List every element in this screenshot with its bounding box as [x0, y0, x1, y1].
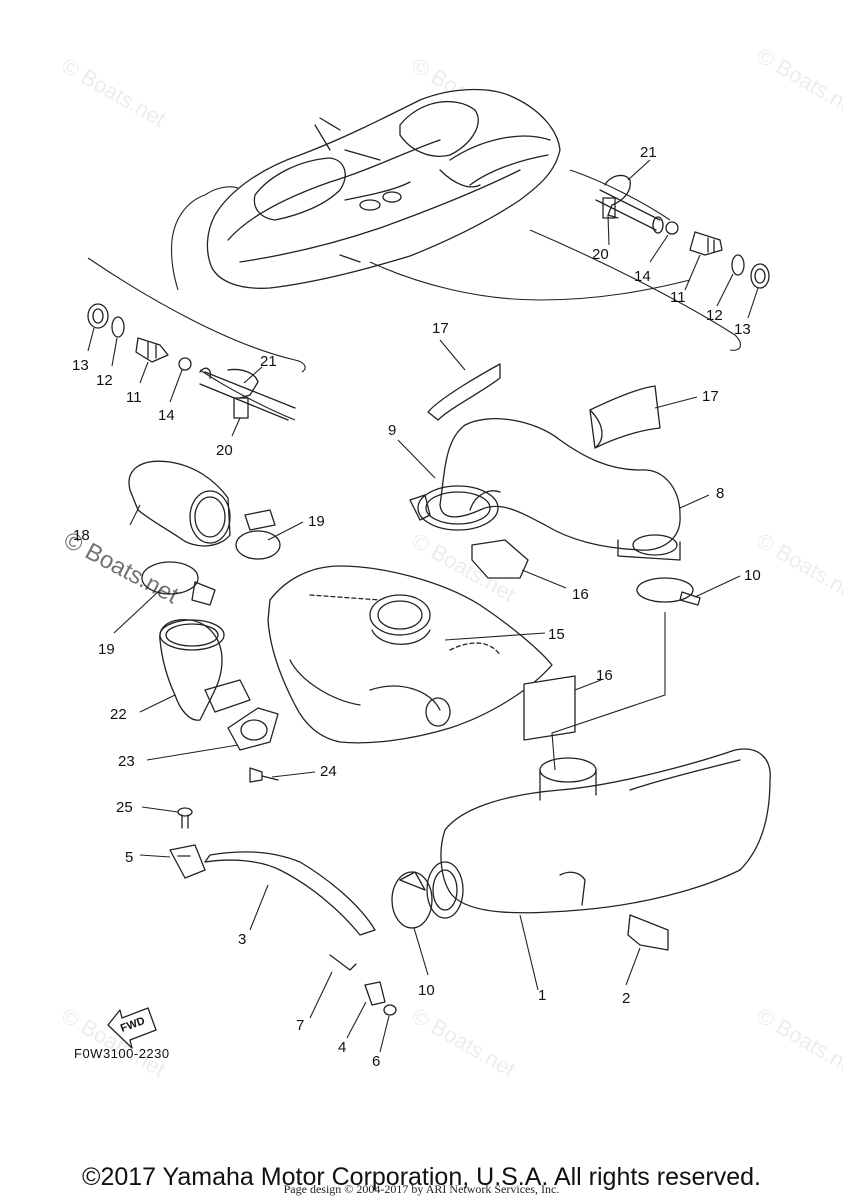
callout-20-right: 20 — [592, 246, 609, 263]
callout-13-left: 13 — [72, 357, 89, 374]
pads-17 — [427, 363, 661, 449]
watermark-text: © Boats.net — [753, 528, 843, 607]
callout-19-left: 19 — [98, 641, 115, 658]
callout-7: 7 — [296, 1017, 304, 1034]
callout-14-right: 14 — [634, 268, 651, 285]
upper-exhaust-hose-8 — [439, 418, 681, 561]
diagram-code: F0W3100-2230 — [74, 1046, 170, 1061]
fittings-right — [595, 174, 770, 289]
band-3 — [204, 851, 376, 936]
callout-1: 1 — [538, 987, 546, 1004]
callout-10-upper: 10 — [744, 567, 761, 584]
callout-21-left: 21 — [260, 353, 277, 370]
callout-13-right: 13 — [734, 321, 751, 338]
watermark-text: © Boats.net — [408, 1003, 520, 1082]
callout-21-right: 21 — [640, 144, 657, 161]
muffler-1 — [426, 748, 771, 919]
callout-20-left: 20 — [216, 442, 233, 459]
bracket-line-left — [87, 257, 306, 373]
callout-23: 23 — [118, 753, 135, 770]
copyright-notice: ©2017 Yamaha Motor Corporation, U.S.A. A… — [82, 1163, 761, 1191]
callout-2: 2 — [622, 990, 630, 1007]
leader-lines — [87, 159, 759, 1053]
callout-16-upper: 16 — [572, 586, 589, 603]
callout-15: 15 — [548, 626, 565, 643]
screw-25 — [177, 807, 193, 829]
bracket-2 — [627, 914, 669, 951]
elbow-hose-18 — [128, 460, 231, 547]
fittings-left — [87, 303, 296, 421]
watermark-text: © Boats.net — [753, 1003, 843, 1082]
pads-16 — [471, 539, 576, 741]
hose-line-right — [569, 169, 671, 221]
clamps-10 — [391, 577, 701, 929]
callout-10-lower: 10 — [418, 982, 435, 999]
callout-4: 4 — [338, 1039, 346, 1056]
callout-25: 25 — [116, 799, 133, 816]
watercraft-illustration — [171, 88, 691, 301]
callout-5: 5 — [125, 849, 133, 866]
clamps-19 — [141, 509, 281, 606]
callout-9: 9 — [388, 422, 396, 439]
water-lock-15 — [267, 565, 553, 744]
hardware-4-6-7 — [329, 954, 397, 1016]
watermark-text: © Boats.net — [58, 53, 170, 132]
callout-24: 24 — [320, 763, 337, 780]
callout-11-right: 11 — [670, 289, 686, 306]
callout-11-left: 11 — [126, 389, 142, 406]
callout-12-right: 12 — [706, 307, 723, 324]
callout-19-right: 19 — [308, 513, 325, 530]
bolt-24 — [249, 767, 279, 783]
clamp-9 — [409, 485, 499, 531]
callout-6: 6 — [372, 1053, 380, 1070]
gasket-23 — [227, 707, 279, 751]
watermark-text: © Boats.net — [753, 43, 843, 122]
callout-17-right: 17 — [702, 388, 719, 405]
callout-14-left: 14 — [158, 407, 175, 424]
callout-labels: 1 2 3 4 5 6 7 8 9 10 10 11 11 12 12 13 1… — [72, 144, 761, 1070]
page-design-credit: Page design © 2004-2017 by ARI Network S… — [283, 1182, 560, 1196]
bracket-5 — [169, 844, 206, 879]
callout-16-lower: 16 — [596, 667, 613, 684]
callout-18: 18 — [73, 527, 90, 544]
watermark-text: © Boats.net — [58, 1003, 170, 1082]
callout-22: 22 — [110, 706, 127, 723]
callout-12-left: 12 — [96, 372, 113, 389]
callout-8: 8 — [716, 485, 724, 502]
bracket-line-right — [529, 229, 741, 351]
callout-3: 3 — [238, 931, 246, 948]
fwd-arrow-icon: FWD — [107, 1007, 157, 1049]
callout-17-upper: 17 — [432, 320, 449, 337]
joint-22 — [159, 619, 251, 721]
